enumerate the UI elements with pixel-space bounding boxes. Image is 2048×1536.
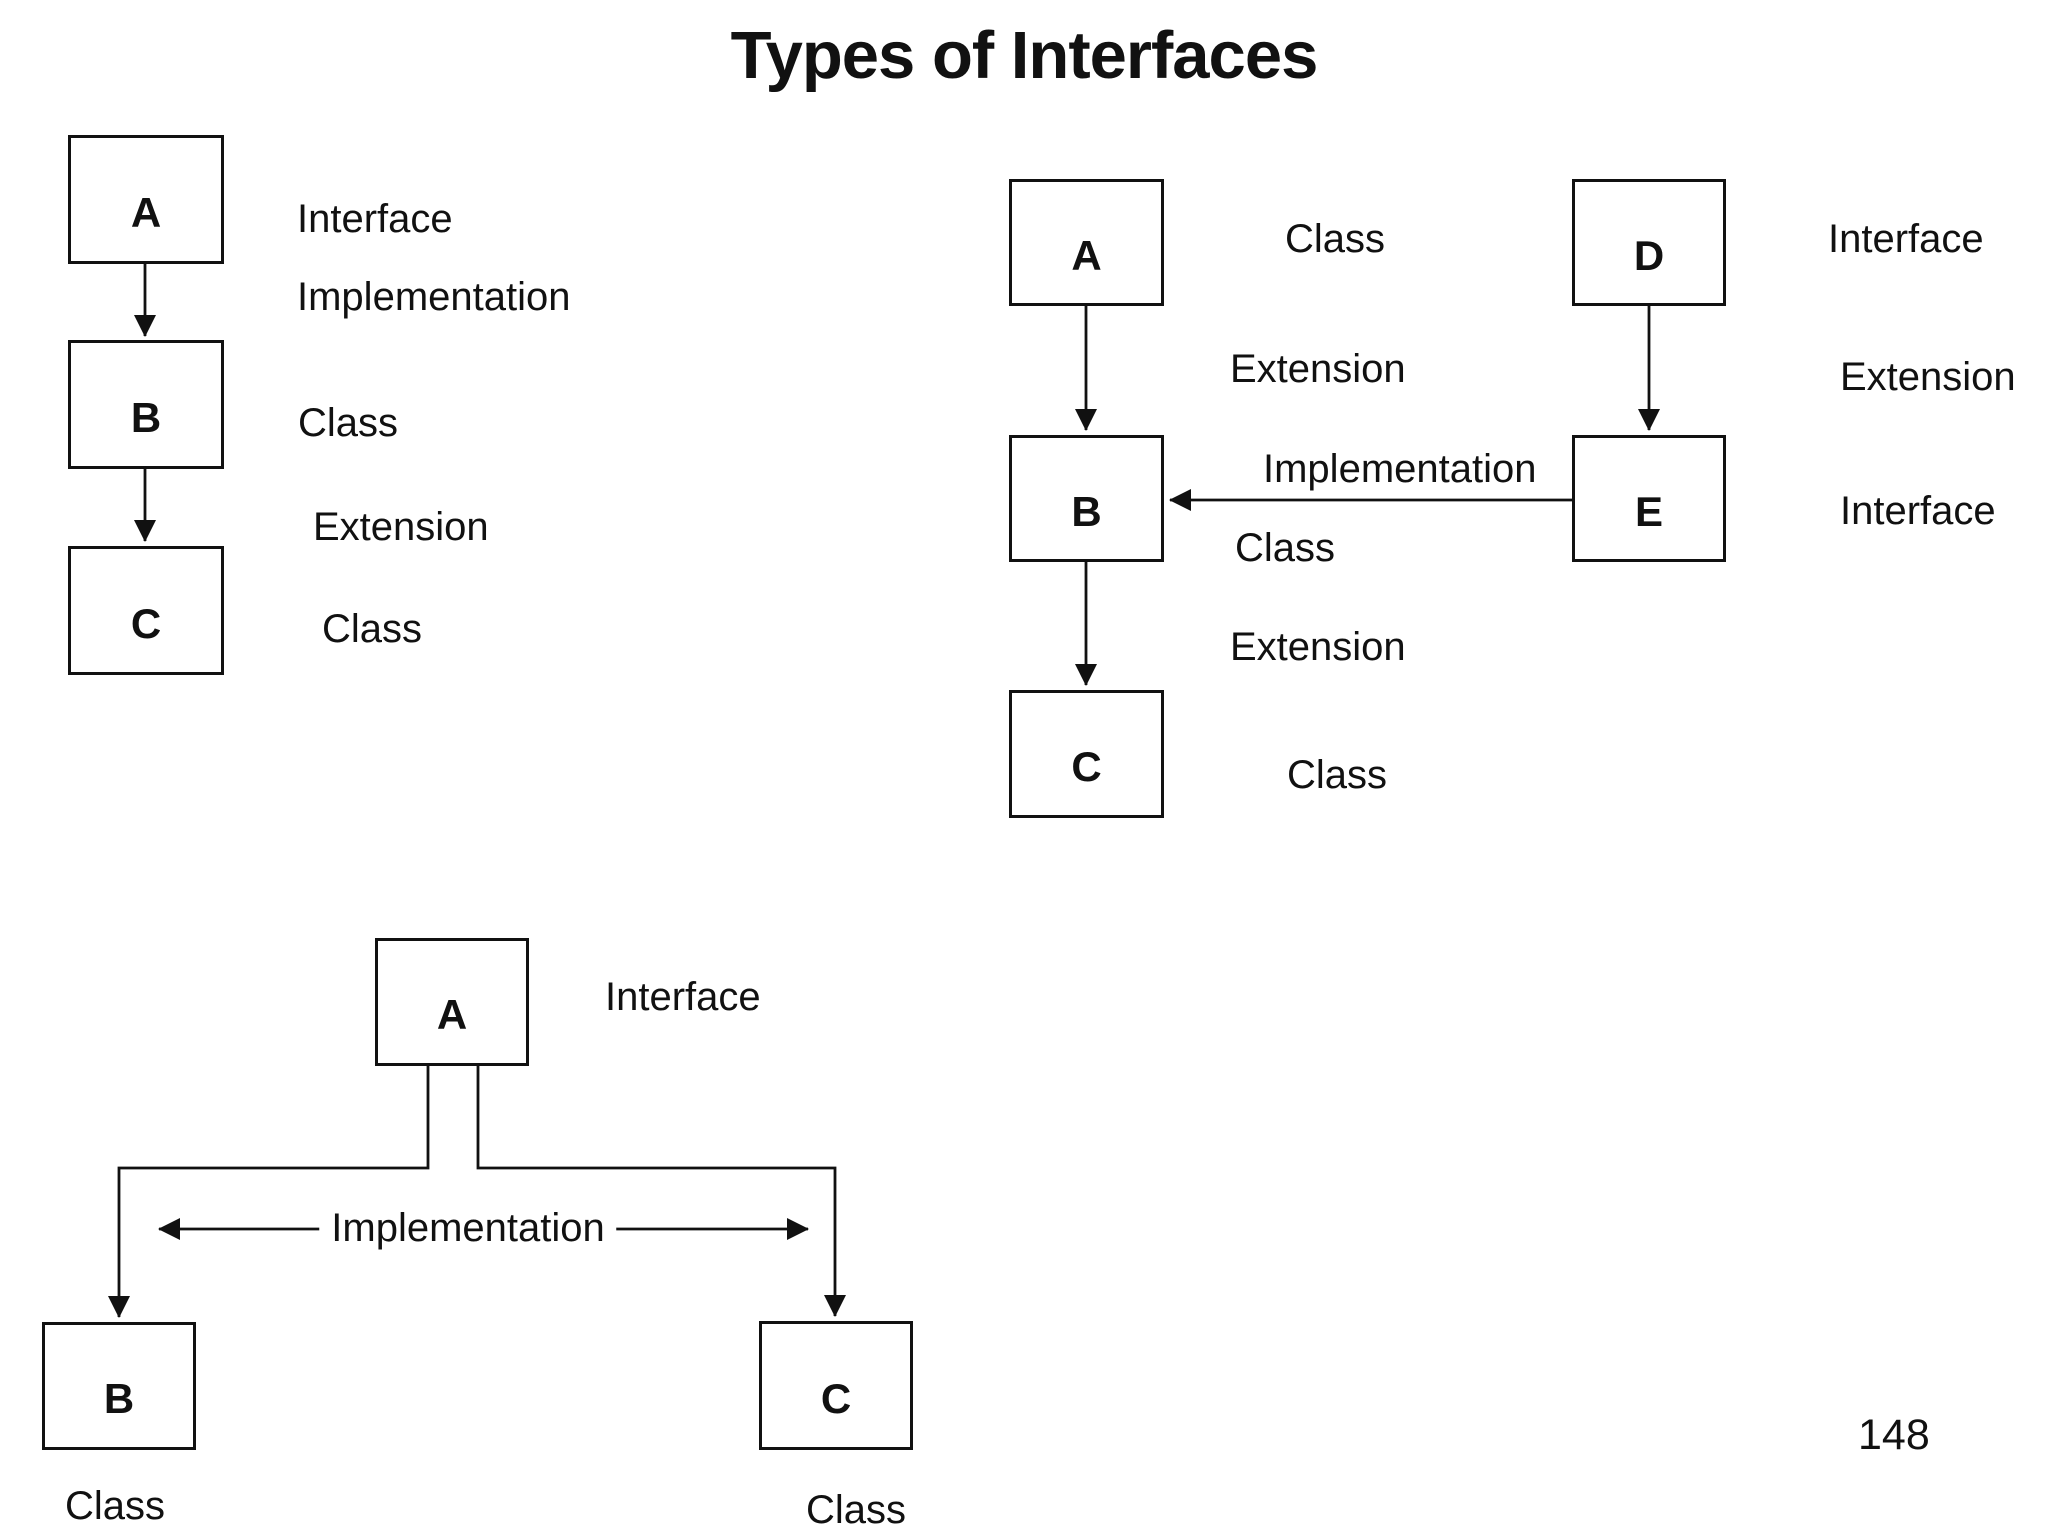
- slide-title: Types of Interfaces: [730, 18, 1319, 93]
- fanout-box-c: C: [759, 1321, 913, 1450]
- mixed-box-b: B: [1009, 435, 1164, 562]
- mixed-box-d-letter: D: [1633, 231, 1665, 279]
- linear-box-a-letter: A: [130, 188, 162, 236]
- fanout-box-c-letter: C: [820, 1374, 852, 1422]
- linear-box-b: B: [68, 340, 224, 469]
- linear-label-implementation: Implementation: [297, 275, 571, 319]
- mixed-box-c: C: [1009, 690, 1164, 818]
- mixed-label-class-b: Class: [1235, 526, 1336, 570]
- mixed-label-interface-e: Interface: [1840, 489, 1996, 533]
- fanout-edge-label-implementation: Implementation: [319, 1208, 617, 1248]
- linear-box-c-letter: C: [130, 599, 162, 647]
- mixed-label-class-a: Class: [1285, 217, 1386, 261]
- mixed-box-a-letter: A: [1071, 231, 1102, 279]
- linear-label-extension: Extension: [313, 505, 489, 549]
- mixed-label-extension-bc: Extension: [1230, 625, 1406, 669]
- mixed-box-b-letter: B: [1071, 487, 1102, 535]
- mixed-box-d: D: [1572, 179, 1726, 306]
- mixed-box-a: A: [1009, 179, 1164, 306]
- fanout-box-a: A: [375, 938, 529, 1066]
- fanout-box-a-letter: A: [436, 991, 468, 1038]
- mixed-label-interface-d: Interface: [1828, 217, 1984, 261]
- linear-label-interface: Interface: [297, 197, 453, 241]
- linear-box-c: C: [68, 546, 224, 675]
- fanout-label-class-b: Class: [65, 1484, 166, 1528]
- mixed-label-class-c: Class: [1287, 753, 1388, 797]
- page-number: 148: [1858, 1411, 1930, 1459]
- linear-label-class-c: Class: [322, 607, 423, 651]
- mixed-box-e-letter: E: [1634, 487, 1663, 535]
- mixed-label-extension-ab: Extension: [1230, 347, 1406, 391]
- mixed-box-e: E: [1572, 435, 1726, 562]
- fanout-box-b: B: [42, 1322, 196, 1450]
- fanout-label-interface: Interface: [605, 975, 761, 1019]
- fanout-connector-a-b: [108, 1066, 430, 1318]
- mixed-box-c-letter: C: [1071, 743, 1102, 790]
- fanout-label-class-c: Class: [806, 1488, 907, 1532]
- linear-label-class-b: Class: [298, 401, 399, 445]
- mixed-label-extension-de: Extension: [1840, 355, 2016, 399]
- mixed-label-implementation-eb: Implementation: [1263, 447, 1537, 491]
- linear-box-b-letter: B: [130, 393, 162, 441]
- fanout-box-b-letter: B: [103, 1375, 135, 1422]
- fanout-connector-a-c: [476, 1066, 846, 1317]
- linear-box-a: A: [68, 135, 224, 264]
